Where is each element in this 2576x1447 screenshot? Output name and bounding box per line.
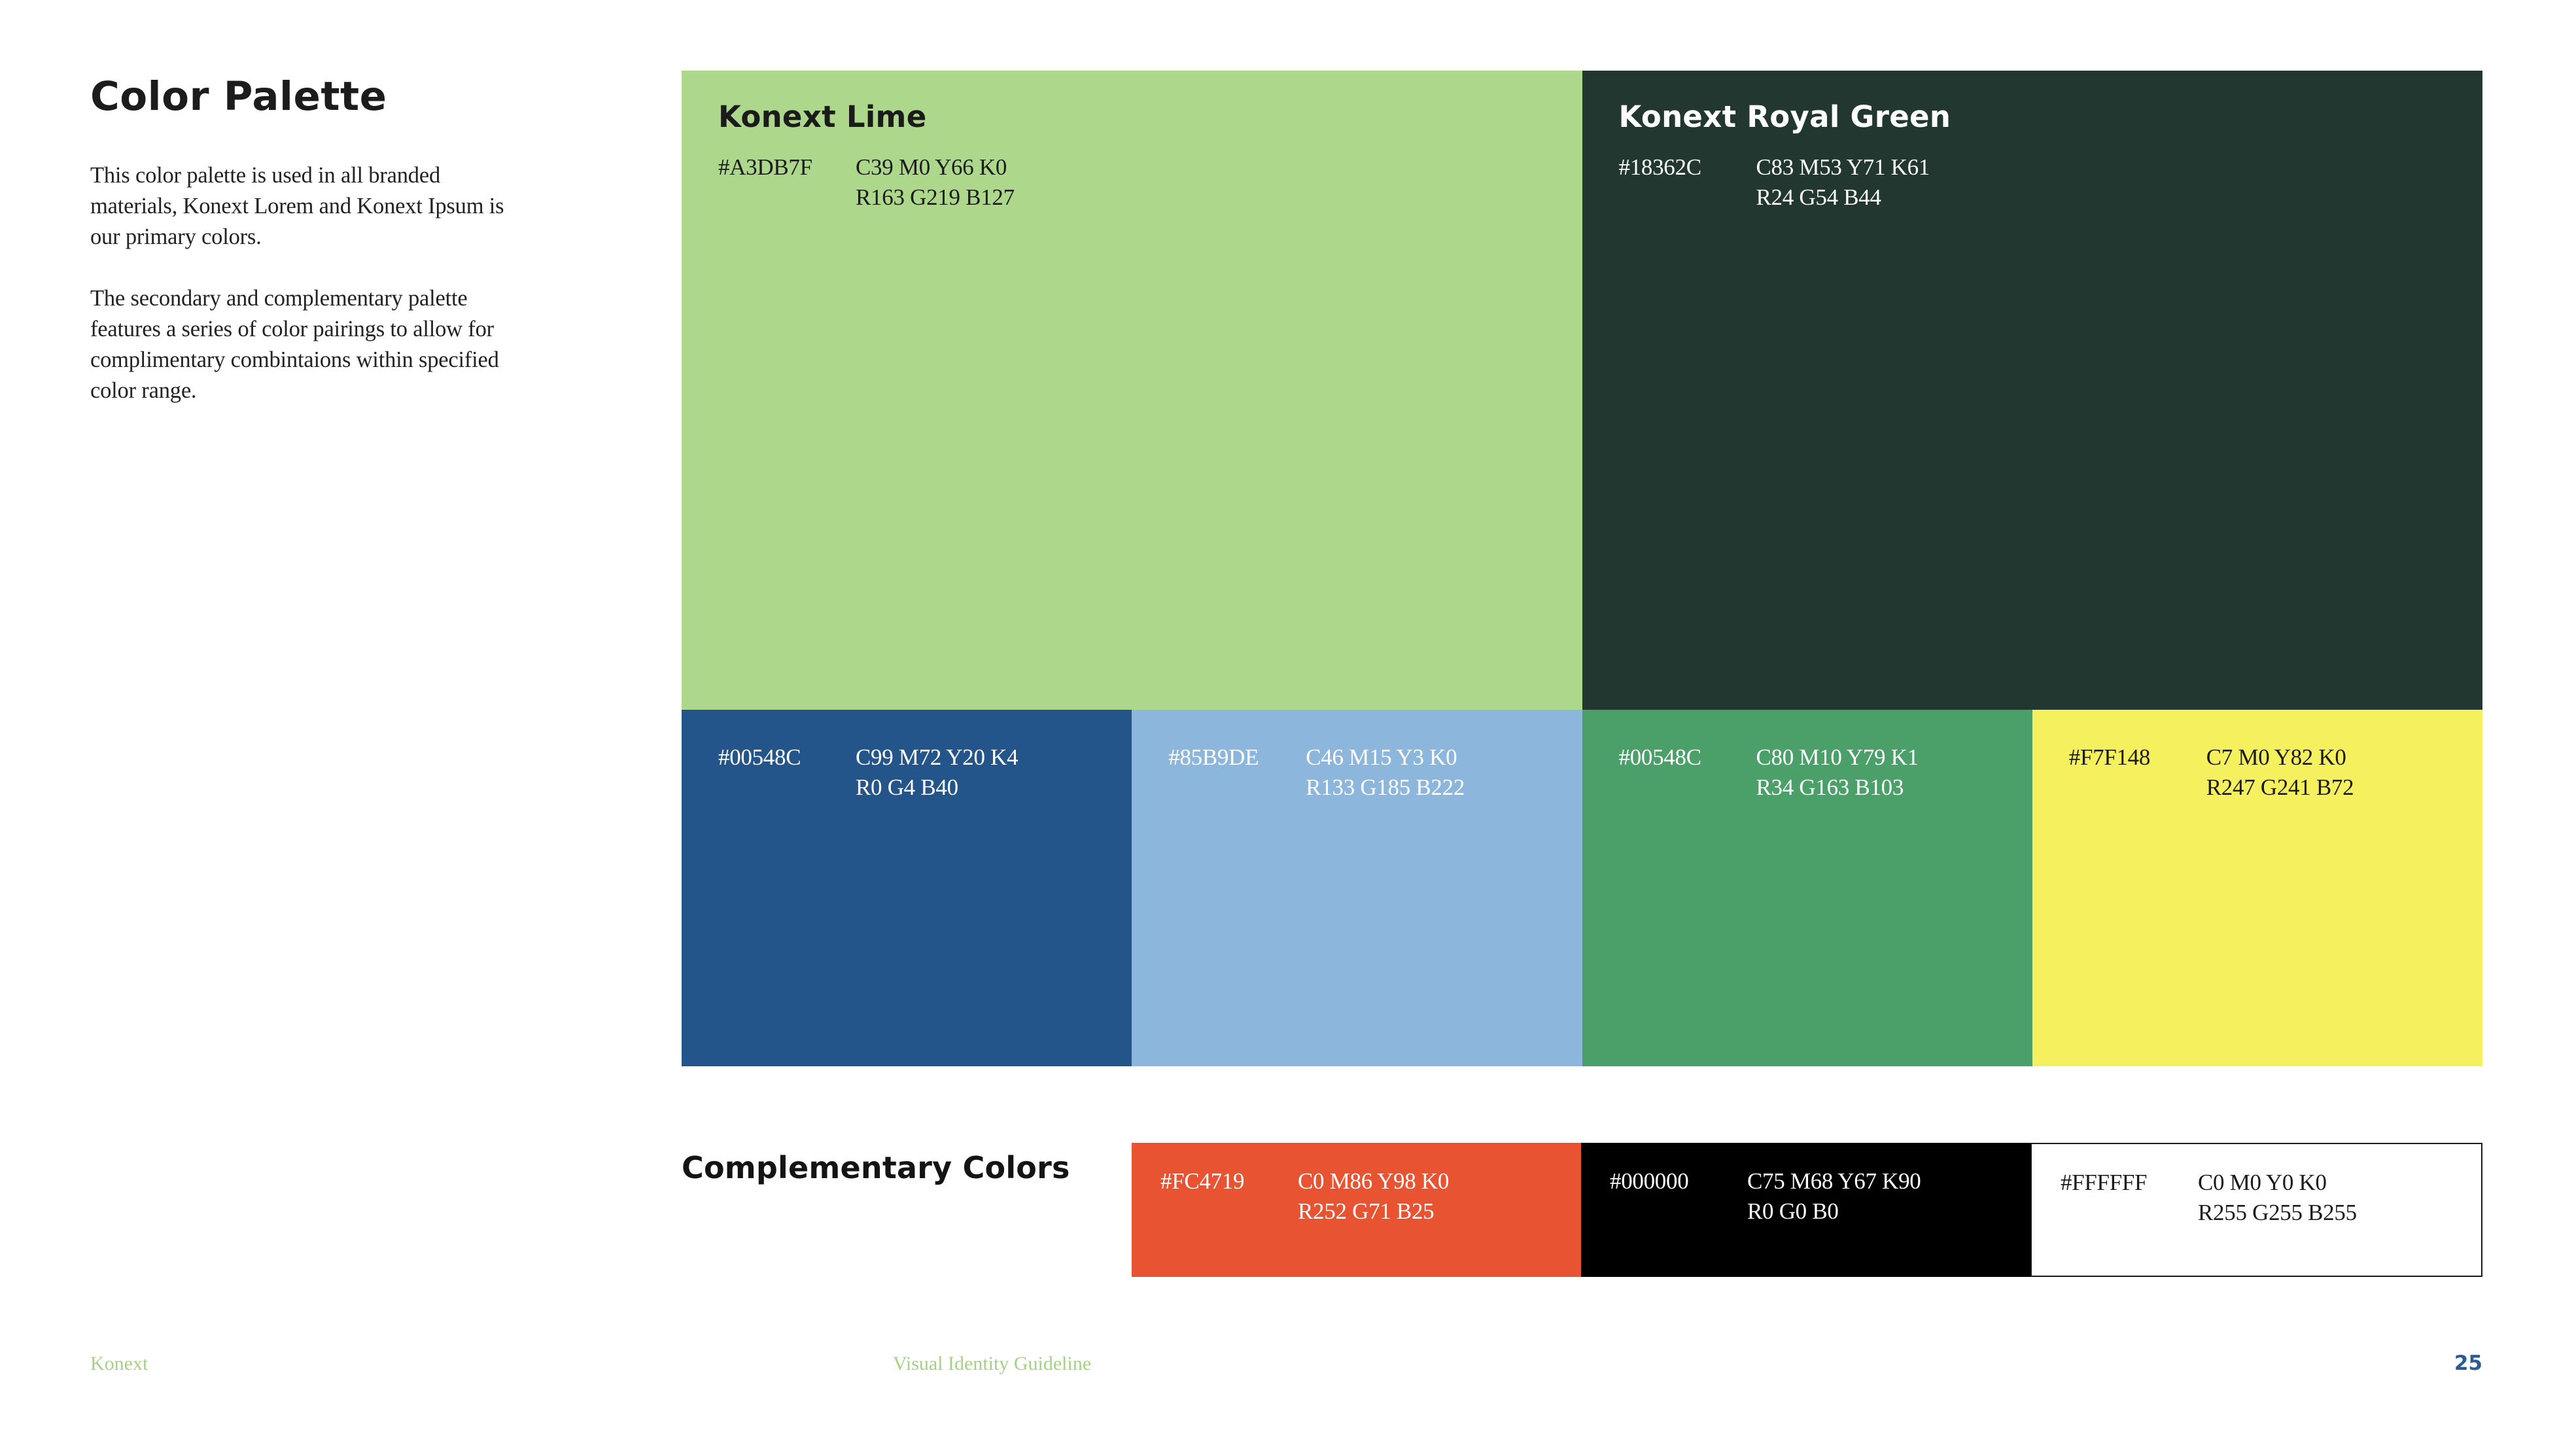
hex-value: #000000: [1610, 1168, 1689, 1194]
hex-value: #85B9DE: [1168, 744, 1259, 770]
rgb-value: R24 G54 B44: [1756, 184, 1881, 210]
hex-value: #FFFFFF: [2061, 1170, 2148, 1195]
swatch-values: #00548C C80 M10 Y79 K1 R34 G163 B103: [1619, 742, 2019, 803]
swatch-konext-lime: Konext Lime #A3DB7F C39 M0 Y66 K0 R163 G…: [682, 71, 1582, 710]
cmyk-value: C7 M0 Y82 K0: [2206, 744, 2346, 770]
swatch-values: #85B9DE C46 M15 Y3 K0 R133 G185 B222: [1168, 742, 1569, 803]
rgb-value: R252 G71 B25: [1298, 1198, 1435, 1224]
hex-value: #F7F148: [2068, 744, 2151, 770]
cmyk-rgb-values: C75 M68 Y67 K90 R0 G0 B0: [1747, 1166, 1921, 1227]
swatch-complementary-white: #FFFFFF C0 M0 Y0 K0 R255 G255 B255: [2030, 1143, 2482, 1277]
cmyk-rgb-values: C0 M86 Y98 K0 R252 G71 B25: [1298, 1166, 1449, 1227]
swatch-secondary-yellow: #F7F148 C7 M0 Y82 K0 R247 G241 B72: [2032, 710, 2482, 1066]
cmyk-rgb-values: C80 M10 Y79 K1 R34 G163 B103: [1756, 742, 1919, 803]
footer-document-title: Visual Identity Guideline: [893, 1353, 1092, 1374]
swatch-values: #000000 C75 M68 Y67 K90 R0 G0 B0: [1610, 1166, 2020, 1227]
primary-swatch-row: Konext Lime #A3DB7F C39 M0 Y66 K0 R163 G…: [682, 71, 2482, 710]
cmyk-value: C0 M86 Y98 K0: [1298, 1168, 1450, 1194]
cmyk-rgb-values: C39 M0 Y66 K0 R163 G219 B127: [856, 152, 1015, 213]
swatch-content: #FFFFFF C0 M0 Y0 K0 R255 G255 B255: [2032, 1144, 2481, 1228]
swatch-content: #00548C C80 M10 Y79 K1 R34 G163 B103: [1582, 710, 2032, 803]
footer-brand: Konext: [90, 1353, 148, 1374]
swatch-values: #FC4719 C0 M86 Y98 K0 R252 G71 B25: [1160, 1166, 1571, 1227]
footer-page-number: 25: [2454, 1351, 2482, 1375]
swatch-values: #00548C C99 M72 Y20 K4 R0 G4 B40: [718, 742, 1119, 803]
swatch-secondary-light-blue: #85B9DE C46 M15 Y3 K0 R133 G185 B222: [1132, 710, 1582, 1066]
cmyk-value: C83 M53 Y71 K61: [1756, 154, 1930, 180]
swatch-content: #F7F148 C7 M0 Y82 K0 R247 G241 B72: [2032, 710, 2482, 803]
complementary-swatch-row: #FC4719 C0 M86 Y98 K0 R252 G71 B25 #0000…: [1132, 1143, 2482, 1277]
swatch-konext-royal-green: Konext Royal Green #18362C C83 M53 Y71 K…: [1582, 71, 2483, 710]
cmyk-value: C39 M0 Y66 K0: [856, 154, 1007, 180]
intro-paragraph-2: The secondary and complementary palette …: [90, 286, 499, 403]
cmyk-rgb-values: C83 M53 Y71 K61 R24 G54 B44: [1756, 152, 1930, 213]
swatch-values: #FFFFFF C0 M0 Y0 K0 R255 G255 B255: [2061, 1168, 2471, 1228]
cmyk-value: C0 M0 Y0 K0: [2198, 1170, 2327, 1195]
complementary-colors-heading: Complementary Colors: [682, 1150, 1070, 1185]
cmyk-value: C99 M72 Y20 K4: [856, 744, 1018, 770]
rgb-value: R0 G0 B0: [1747, 1198, 1839, 1224]
swatch-values: #18362C C83 M53 Y71 K61 R24 G54 B44: [1619, 152, 2470, 213]
swatch-secondary-blue: #00548C C99 M72 Y20 K4 R0 G4 B40: [682, 710, 1132, 1066]
rgb-value: R255 G255 B255: [2198, 1200, 2357, 1225]
swatch-konext-lime-content: Konext Lime #A3DB7F C39 M0 Y66 K0 R163 G…: [682, 71, 1582, 213]
rgb-value: R34 G163 B103: [1756, 775, 1904, 800]
hex-value: #FC4719: [1160, 1168, 1245, 1194]
swatch-name: Konext Lime: [718, 99, 927, 134]
page-title: Color Palette: [90, 73, 387, 120]
hex-value: #00548C: [1618, 744, 1702, 770]
hex-value: #00548C: [718, 744, 801, 770]
swatch-values: #F7F148 C7 M0 Y82 K0 R247 G241 B72: [2069, 742, 2469, 803]
swatch-complementary-black: #000000 C75 M68 Y67 K90 R0 G0 B0: [1581, 1143, 2030, 1277]
intro-column: Color Palette This color palette is used…: [90, 73, 515, 437]
intro-paragraph-1: This color palette is used in all brande…: [90, 163, 504, 249]
cmyk-rgb-values: C7 M0 Y82 K0 R247 G241 B72: [2206, 742, 2354, 803]
cmyk-value: C80 M10 Y79 K1: [1756, 744, 1919, 770]
cmyk-rgb-values: C46 M15 Y3 K0 R133 G185 B222: [1306, 742, 1465, 803]
swatch-content: #FC4719 C0 M86 Y98 K0 R252 G71 B25: [1132, 1143, 1581, 1227]
cmyk-rgb-values: C0 M0 Y0 K0 R255 G255 B255: [2198, 1168, 2357, 1228]
rgb-value: R133 G185 B222: [1306, 775, 1465, 800]
secondary-swatch-row: #00548C C99 M72 Y20 K4 R0 G4 B40 #85B9DE…: [682, 710, 2482, 1066]
swatch-secondary-green: #00548C C80 M10 Y79 K1 R34 G163 B103: [1582, 710, 2032, 1066]
rgb-value: R0 G4 B40: [856, 775, 958, 800]
cmyk-value: C75 M68 Y67 K90: [1747, 1168, 1921, 1194]
rgb-value: R247 G241 B72: [2206, 775, 2354, 800]
rgb-value: R163 G219 B127: [856, 184, 1015, 210]
swatch-name: Konext Royal Green: [1618, 99, 1951, 134]
swatch-content: #85B9DE C46 M15 Y3 K0 R133 G185 B222: [1132, 710, 1582, 803]
swatch-complementary-orange: #FC4719 C0 M86 Y98 K0 R252 G71 B25: [1132, 1143, 1581, 1277]
cmyk-rgb-values: C99 M72 Y20 K4 R0 G4 B40: [856, 742, 1018, 803]
hex-value: #A3DB7F: [718, 154, 812, 180]
swatch-values: #A3DB7F C39 M0 Y66 K0 R163 G219 B127: [718, 152, 1569, 213]
cmyk-value: C46 M15 Y3 K0: [1306, 744, 1457, 770]
hex-value: #18362C: [1618, 154, 1702, 180]
swatch-content: #00548C C99 M72 Y20 K4 R0 G4 B40: [682, 710, 1132, 803]
swatch-konext-royal-green-content: Konext Royal Green #18362C C83 M53 Y71 K…: [1582, 71, 2483, 213]
swatch-content: #000000 C75 M68 Y67 K90 R0 G0 B0: [1581, 1143, 2030, 1227]
